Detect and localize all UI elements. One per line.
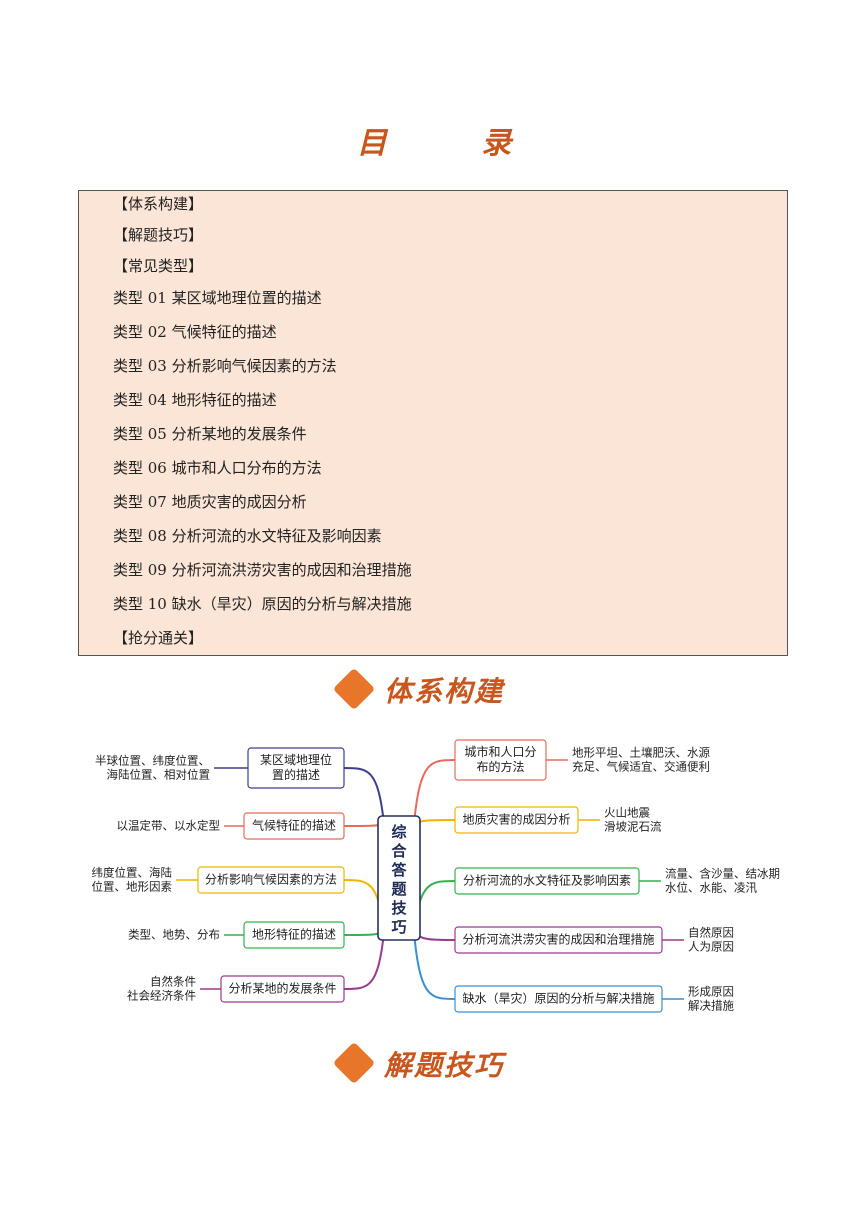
branch-connector bbox=[413, 931, 456, 1000]
node-label: 缺水（旱灾）原因的分析与解决措施 bbox=[462, 991, 654, 1006]
toc-item[interactable]: 类型 02 气候特征的描述 bbox=[113, 323, 277, 341]
mindmap-node[interactable] bbox=[247, 747, 345, 789]
diamond-icon bbox=[332, 1041, 376, 1085]
toc-item[interactable]: 【体系构建】 bbox=[113, 195, 204, 213]
leaf-label: 纬度位置、海陆位置、地形因素 bbox=[92, 866, 173, 894]
leaf-label: 自然原因人为原因 bbox=[688, 926, 734, 954]
branch-connector bbox=[413, 759, 456, 825]
leaf-label: 半球位置、纬度位置、海陆位置、相对位置 bbox=[95, 754, 210, 782]
section-banner-tips: 解题技巧 bbox=[0, 1038, 868, 1088]
node-label: 分析河流洪涝灾害的成因和治理措施 bbox=[462, 932, 654, 947]
node-label: 气候特征的描述 bbox=[252, 818, 336, 833]
mindmap-node[interactable] bbox=[197, 866, 345, 894]
center-label: 综合答题技巧 bbox=[390, 823, 407, 936]
leaf-label: 以温定带、以水定型 bbox=[117, 819, 221, 833]
node-label: 某区域地理位置的描述 bbox=[260, 752, 332, 782]
mindmap-node[interactable] bbox=[454, 926, 663, 954]
mindmap-node[interactable] bbox=[454, 739, 547, 781]
toc-item[interactable]: 类型 05 分析某地的发展条件 bbox=[113, 425, 307, 443]
diamond-icon bbox=[332, 667, 376, 711]
mindmap-node[interactable] bbox=[454, 806, 579, 834]
toc-item[interactable]: 【抢分通关】 bbox=[113, 629, 204, 647]
section-banner-system: 体系构建 bbox=[0, 664, 868, 714]
node-label: 分析某地的发展条件 bbox=[228, 981, 336, 996]
mindmap-node[interactable] bbox=[220, 975, 345, 1003]
toc-item[interactable]: 类型 04 地形特征的描述 bbox=[113, 391, 277, 409]
branch-connector bbox=[343, 931, 385, 990]
toc-item[interactable]: 类型 08 分析河流的水文特征及影响因素 bbox=[113, 527, 382, 545]
leaf-label: 类型、地势、分布 bbox=[128, 928, 220, 942]
toc-item[interactable]: 【解题技巧】 bbox=[113, 226, 204, 244]
toc-item[interactable]: 【常见类型】 bbox=[113, 257, 204, 275]
leaf-label: 形成原因解决措施 bbox=[688, 985, 734, 1013]
toc-item[interactable]: 类型 01 某区域地理位置的描述 bbox=[113, 289, 322, 307]
node-label: 分析河流的水文特征及影响因素 bbox=[463, 873, 631, 888]
mindmap-node[interactable] bbox=[454, 867, 640, 895]
center-node[interactable] bbox=[377, 815, 421, 941]
toc-item[interactable]: 类型 10 缺水（旱灾）原因的分析与解决措施 bbox=[113, 595, 412, 613]
leaf-label: 地形平坦、土壤肥沃、水源充足、气候适宜、交通便利 bbox=[572, 746, 710, 774]
toc-item[interactable]: 类型 03 分析影响气候因素的方法 bbox=[113, 357, 337, 375]
leaf-label: 流量、含沙量、结冰期水位、水能、凌汛 bbox=[665, 867, 780, 895]
mindmap-node[interactable] bbox=[454, 985, 663, 1013]
toc-item[interactable]: 类型 06 城市和人口分布的方法 bbox=[113, 459, 322, 477]
table-of-contents: 【体系构建】 【解题技巧】 【常见类型】 类型 01 某区域地理位置的描述 类型… bbox=[78, 190, 788, 656]
section-heading: 解题技巧 bbox=[384, 1049, 505, 1082]
page-title: 目 录 bbox=[356, 126, 554, 161]
mindmap-node[interactable] bbox=[243, 921, 345, 949]
mindmap-node[interactable] bbox=[243, 812, 345, 840]
node-label: 地质灾害的成因分析 bbox=[462, 812, 570, 827]
node-label: 地形特征的描述 bbox=[252, 927, 336, 942]
node-label: 城市和人口分布的方法 bbox=[464, 744, 536, 774]
section-heading: 体系构建 bbox=[384, 675, 505, 708]
branch-connector bbox=[343, 767, 385, 825]
node-label: 分析影响气候因素的方法 bbox=[205, 872, 337, 887]
toc-item[interactable]: 类型 09 分析河流洪涝灾害的成因和治理措施 bbox=[113, 561, 412, 579]
leaf-label: 火山地震滑坡泥石流 bbox=[604, 806, 662, 834]
leaf-label: 自然条件社会经济条件 bbox=[127, 975, 196, 1003]
toc-item[interactable]: 类型 07 地质灾害的成因分析 bbox=[113, 493, 307, 511]
